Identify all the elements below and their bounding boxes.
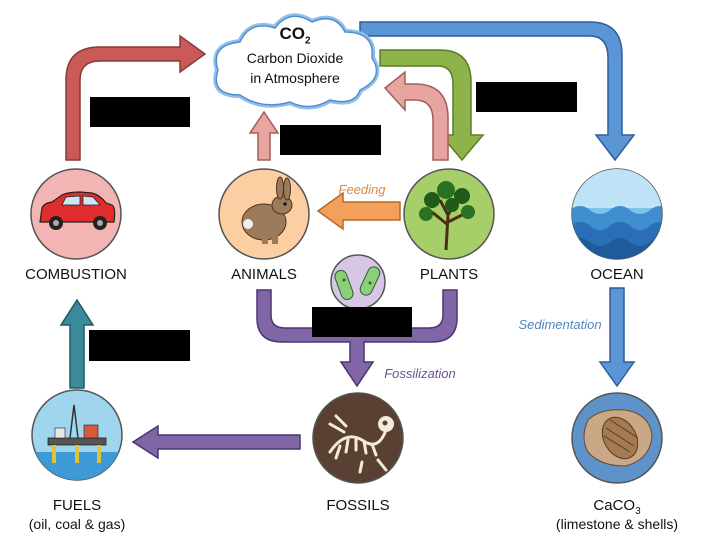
fossils-to-fuels-arrow [131,424,301,460]
photosynthesis-arrow [379,49,485,162]
fossils-label: FOSSILS [326,497,390,514]
fuels-to-combustion-arrow [59,298,95,389]
atmosphere-line-2: in Atmosphere [250,70,340,86]
plant-respiration-arrow [383,70,449,161]
animals-circle [218,168,310,260]
redacted-label-decomposition [312,307,412,337]
redacted-label-extraction [89,330,190,361]
ocean-label: OCEAN [590,266,644,283]
fossils-circle [312,392,404,484]
feeding-arrow [316,191,401,231]
co2-formula: CO [279,24,305,43]
sedimentation-arrow [598,287,636,388]
combustion-circle [30,168,122,260]
atmosphere-title: CO2 [265,24,325,46]
fossilization-arrow [256,289,458,388]
animals-label: ANIMALS [231,266,297,283]
trilobite-fossil-icon [583,409,653,467]
redacted-label-combustion [90,97,190,127]
redacted-label-respiration [280,125,381,155]
redacted-label-photosynthesis [476,82,577,112]
bacteria-icon [334,266,381,300]
car-icon [39,191,116,230]
decomposers-circle [330,254,386,310]
animal-respiration-arrow [248,110,280,161]
caco3-label: CaCO3 [567,497,667,517]
fossil-skeleton-icon [328,414,394,474]
plants-circle [403,168,495,260]
sedimentation-label: Sedimentation [518,317,602,332]
combustion-arrow [65,34,207,161]
caco3-formula: CaCO [593,497,636,514]
caco3-sublabel: (limestone & shells) [555,516,679,532]
atmosphere-to-ocean-arrow [359,21,636,162]
co2-subscript: 2 [304,35,311,47]
fuels-circle [31,389,123,481]
atmosphere-cloud [213,13,380,110]
combustion-label: COMBUSTION [25,266,127,283]
caco3-circle [571,392,663,484]
feeding-label: Feeding [338,182,386,197]
fuels-label: FUELS [52,497,102,514]
plants-label: PLANTS [419,266,479,283]
tree-icon [419,181,475,251]
caco3-subscript: 3 [635,506,641,517]
atmosphere-line-1: Carbon Dioxide [246,50,344,66]
rabbit-icon [241,176,293,244]
fossilization-label: Fossilization [384,366,456,381]
fuels-sublabel: (oil, coal & gas) [28,516,126,532]
ocean-circle [571,168,663,260]
